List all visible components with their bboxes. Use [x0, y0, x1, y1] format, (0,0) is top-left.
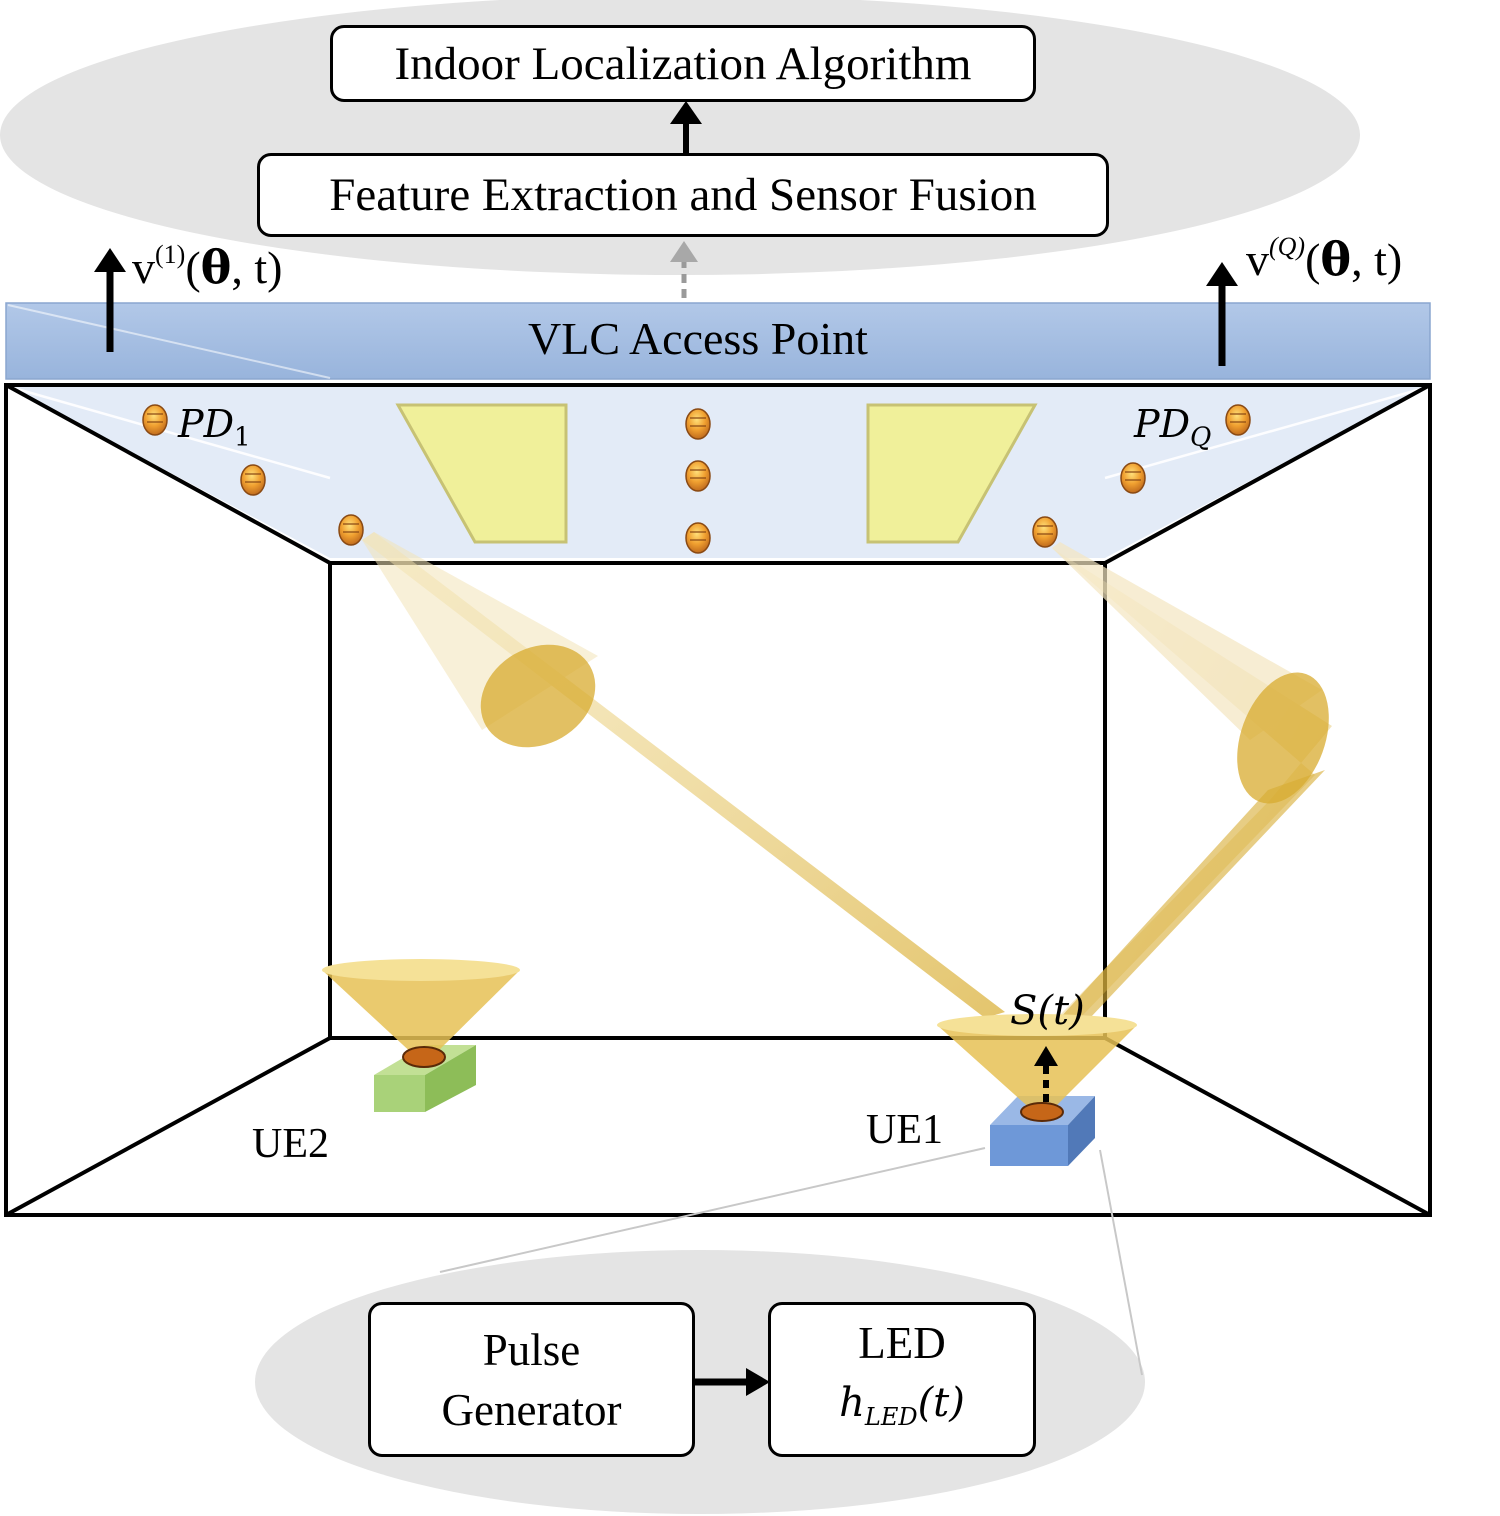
arrow-pulse-to-led — [695, 1368, 770, 1396]
access-point-bar — [5, 302, 1431, 380]
zoom-lines — [439, 1147, 1143, 1376]
signal-right-label: v(Q)(θ, t) — [1246, 232, 1403, 286]
pd-first-label: PD1 — [178, 402, 251, 453]
ue2-label: UE2 — [252, 1121, 329, 1167]
ceiling-lamp-right — [866, 403, 1038, 544]
photodiode-icon — [1032, 516, 1058, 548]
arrow-access-point-to-fusion — [670, 241, 698, 328]
photodiode-icon — [685, 408, 711, 440]
beam-ue1-to-pd-right — [1052, 542, 1332, 1018]
led-line1: LED — [858, 1317, 946, 1368]
pd-last-label: PDQ — [1134, 402, 1212, 453]
arrow-led-signal — [1034, 1046, 1058, 1102]
photodiode-icon — [338, 514, 364, 546]
photodiode-icon — [1120, 462, 1146, 494]
ue1-label: UE1 — [866, 1107, 943, 1153]
algorithm-box: Indoor Localization Algorithm — [330, 25, 1036, 102]
signal-left-label: v(1)(θ, t) — [132, 240, 283, 294]
arrow-fusion-to-algorithm — [670, 101, 702, 153]
fusion-box: Feature Extraction and Sensor Fusion — [257, 153, 1109, 237]
photodiode-icon — [685, 460, 711, 492]
ceiling-lamp-left — [395, 403, 568, 544]
room-wireframe — [4, 383, 1432, 1217]
signal-s-label: S(t) — [1010, 988, 1085, 1034]
arrow-signal-right — [1206, 262, 1238, 366]
ue1-device — [937, 1014, 1137, 1166]
photodiode-icon — [685, 522, 711, 554]
room-ceiling — [6, 385, 1430, 558]
photodiode-icon — [1225, 404, 1251, 436]
beam-pd-to-ue1-left — [362, 532, 1005, 1018]
algorithm-label: Indoor Localization Algorithm — [394, 37, 972, 90]
arrow-signal-left — [94, 248, 126, 352]
pulse-line2: Generator — [441, 1384, 622, 1435]
led-box: LED hLED(t) — [768, 1302, 1036, 1457]
photodiode-icons — [142, 404, 1251, 554]
led-response: hLED(t) — [839, 1379, 965, 1431]
photodiode-icon — [142, 404, 168, 436]
access-point-label: VLC Access Point — [528, 313, 868, 364]
pulse-generator-box: Pulse Generator — [368, 1302, 695, 1457]
ue2-device — [322, 959, 520, 1112]
fusion-label: Feature Extraction and Sensor Fusion — [329, 169, 1037, 221]
pulse-line1: Pulse — [482, 1324, 581, 1375]
photodiode-icon — [240, 464, 266, 496]
